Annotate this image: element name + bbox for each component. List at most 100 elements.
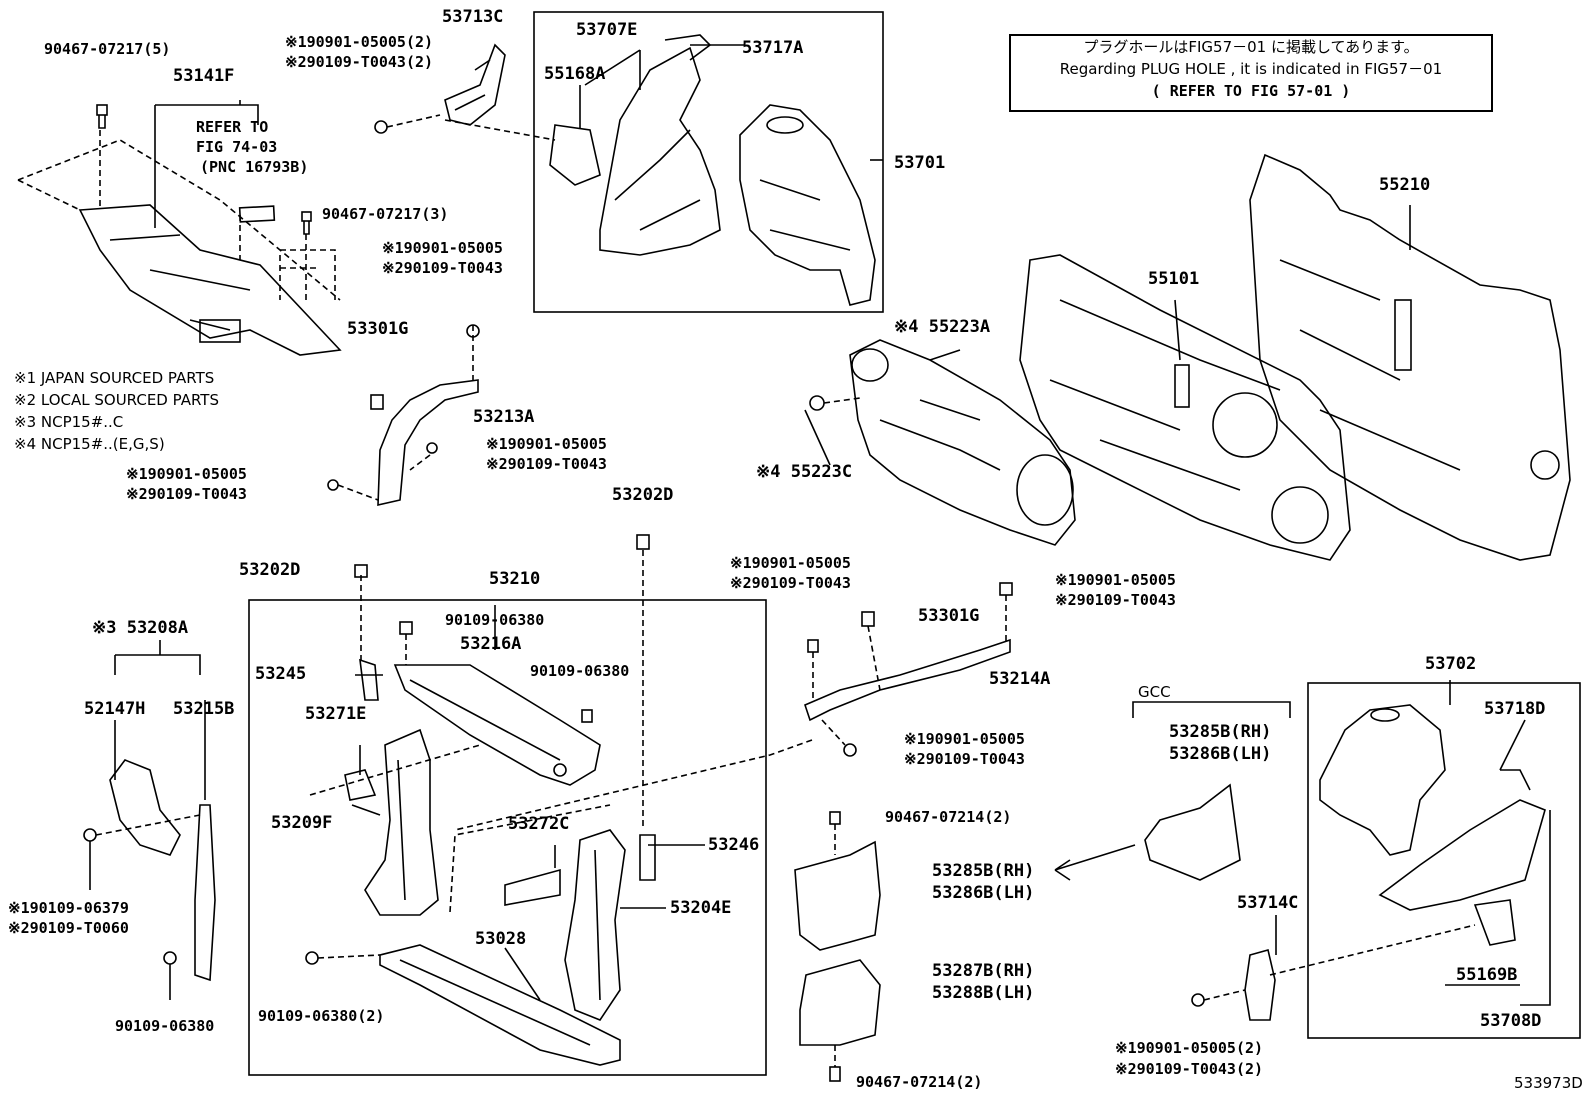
refer-note-line-3: (PNC 16793B) [200,158,309,176]
part-label: 53288B(LH) [932,983,1035,1003]
part-label: ※290109-T0043 [126,485,247,503]
part-53714c-bracket [1191,924,1476,1021]
part-label: 53202D [612,485,674,505]
part-label: 53301G [918,606,980,626]
part-label: 90467-07214(2) [856,1073,983,1091]
part-53209f-side-support [309,728,481,916]
notice-box: プラグホールはFIG57－01 に掲載してあります。 Regarding PLU… [1009,34,1493,112]
part-label: 53286B(LH) [1169,744,1272,764]
part-label: 53285B(RH) [932,861,1035,881]
part-label: 53216A [460,634,522,654]
part-label: 53714C [1237,893,1299,913]
part-53701-apron [549,34,883,306]
part-label: 90109-06380 [530,662,630,680]
part-label: ※190901-05005(2) [285,33,434,51]
part-label: 53718D [1484,699,1546,719]
part-53214a-brace [454,582,1013,831]
part-label: 53713C [442,7,504,27]
part-label: 53210 [489,569,541,589]
part-label: ※4 55223A [894,317,991,337]
part-label: 53246 [708,835,760,855]
legend-item-1: ※1 JAPAN SOURCED PARTS [14,369,215,387]
part-53713c-bracket [374,43,556,141]
part-53702-apron-rh [1319,704,1546,946]
notice-line-jp: プラグホールはFIG57－01 に掲載してあります。 [1083,38,1419,56]
part-label: 53285B(RH) [1169,722,1272,742]
part-53141f-cover [17,100,342,356]
part-label: 53708D [1480,1011,1542,1031]
part-label: 53214A [989,669,1051,689]
part-55223a-insulator [809,339,1076,546]
part-label: ※290109-T0060 [8,919,129,937]
part-label: ※190901-05005 [1055,571,1176,589]
gcc-group-label: GCC [1138,683,1171,701]
legend-item-4: ※4 NCP15#..(E,G,S) [14,435,165,453]
part-label: ※190901-05005(2) [1115,1039,1264,1057]
part-label: ※290109-T0043 [904,750,1025,768]
part-label: 55168A [544,64,606,84]
part-label: ※190901-05005 [382,239,503,257]
part-gcc-seal [1054,701,1291,881]
part-label: ※290109-T0043(2) [285,53,434,71]
part-label: 53702 [1425,654,1477,674]
refer-note-line-1: REFER TO [196,118,269,136]
part-label: 53701 [894,153,946,173]
part-label: 53272C [508,814,570,834]
refer-note-line-2: FIG 74-03 [196,138,278,156]
box-53702-group [1307,682,1581,1039]
part-label: 52147H [84,699,146,719]
part-label: 53215B [173,699,235,719]
legend-item-2: ※2 LOCAL SOURCED PARTS [14,391,219,409]
part-53204e-side-support [504,534,656,1021]
part-label: ※290109-T0043 [382,259,503,277]
notice-line-refer: ( REFER TO FIG 57-01 ) [1151,82,1351,100]
part-label: ※3 53208A [92,618,189,638]
clip-90467-07217 [96,104,312,300]
part-label: 53271E [305,704,367,724]
part-label: 53301G [347,319,409,339]
part-label: 55101 [1148,269,1200,289]
part-label: 53286B(LH) [932,883,1035,903]
part-label: 90109-06380 [115,1017,215,1035]
part-label: ※290109-T0043 [1055,591,1176,609]
part-label: 53204E [670,898,732,918]
part-label: 53202D [239,560,301,580]
part-label: ※190901-05005 [730,554,851,572]
part-label: ※290109-T0043(2) [1115,1060,1264,1078]
part-label: 55169B [1456,965,1518,985]
part-52147h-53215b [83,640,216,1000]
part-label: 53028 [475,929,527,949]
part-label: ※290109-T0043 [730,574,851,592]
part-label: 53717A [742,38,804,58]
part-label: ※190901-05005 [486,435,607,453]
part-label: 55210 [1379,175,1431,195]
part-55101-dash-panel [1019,254,1351,561]
part-53028-lower-support [305,804,621,1066]
notice-line-en: Regarding PLUG HOLE , it is indicated in… [1059,60,1443,78]
box-53210-group [248,599,767,1076]
part-53216a-upper-support [354,564,601,786]
part-label: 53141F [173,66,235,86]
part-label: 90467-07214(2) [885,808,1012,826]
part-label: ※190901-05005 [126,465,247,483]
part-label: ※4 55223C [756,462,853,482]
part-label: 90109-06380 [445,611,545,629]
part-label: ※190109-06379 [8,899,129,917]
part-label: 53707E [576,20,638,40]
part-label: 53245 [255,664,307,684]
drawing-number: 533973D [1514,1074,1583,1092]
part-label: 53287B(RH) [932,961,1035,981]
part-label: ※190901-05005 [904,730,1025,748]
part-label: 90467-07217(3) [322,205,449,223]
part-53213a-brace [327,324,480,507]
part-label: 53213A [473,407,535,427]
part-55210-silencer [1249,153,1571,561]
leader-lines [351,205,1551,1006]
part-label: 90109-06380(2) [258,1007,385,1025]
legend-item-3: ※3 NCP15#..C [14,413,124,431]
part-53285b-seal [794,811,881,1082]
part-label: 90467-07217(5) [44,40,171,58]
part-label: 53209F [271,813,333,833]
